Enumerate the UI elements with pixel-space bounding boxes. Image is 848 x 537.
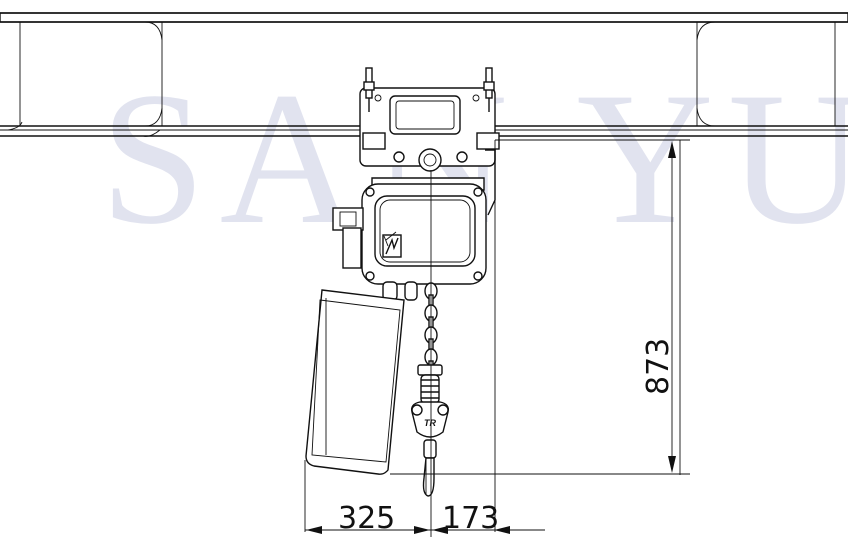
- hook-block: TR: [410, 364, 450, 497]
- width-dimensions: 325 173: [305, 501, 545, 536]
- height-dimension-label: 873: [641, 338, 676, 395]
- right-width-label: 173: [442, 501, 499, 536]
- hoist-housing: [332, 177, 487, 285]
- extension-lines: [304, 139, 690, 532]
- trolley: [359, 67, 500, 216]
- chain-bag: [305, 281, 418, 475]
- hook-label: TR: [424, 418, 436, 428]
- left-width-label: 325: [338, 501, 395, 536]
- height-dimension: 873: [641, 141, 676, 473]
